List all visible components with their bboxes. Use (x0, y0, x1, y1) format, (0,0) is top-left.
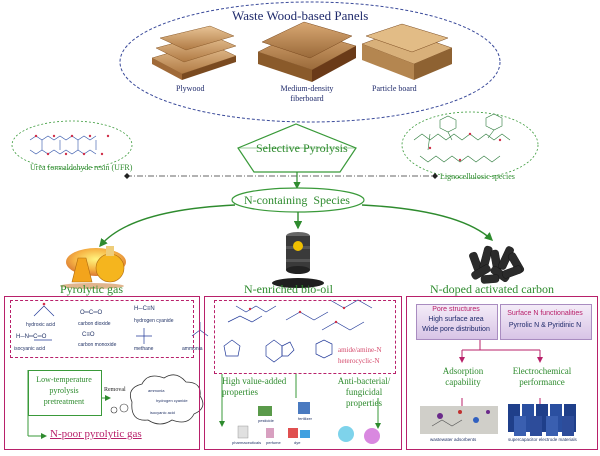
ufr-structure (29, 135, 97, 155)
pore-title: Pore structures (432, 306, 480, 313)
carbon-heading: N-doped activated carbon (430, 282, 554, 296)
product-perfume: perfume (266, 440, 281, 445)
wood-panels-title: Waste Wood-based Panels (232, 8, 369, 23)
ufr-structure-ellipse (11, 120, 133, 170)
pyrolytic-gas-heading: Pyrolytic gas (60, 282, 123, 296)
gas-molecules (33, 305, 209, 344)
arrow-to-carbon (361, 204, 494, 241)
mol-ammonia: ammonia (182, 346, 203, 352)
plywood-image (151, 25, 237, 80)
gas-panel (4, 296, 200, 450)
ligno-structure-ellipse (401, 111, 539, 179)
wastewater-label: wastewater adsorbents (430, 437, 477, 442)
supercap-label: supercapacitor electrode materials (508, 437, 577, 442)
mol-carbon-monoxide: carbon monoxide (78, 342, 117, 348)
ufr-label: Urea formaldehyde resin (UFR) (30, 163, 133, 172)
plywood-label: Plywood (176, 84, 205, 93)
n-poor-gas-label: N-poor pyrolytic gas (50, 428, 142, 440)
surface-line1: Pyrrolic N & Pyridinic N (508, 322, 582, 329)
particle-board-label: Particle board (372, 84, 417, 93)
formula-hnco: H─N═C═O (16, 334, 47, 340)
pore-line1: High surface area (428, 316, 484, 323)
wastewater-adsorbents-image (420, 406, 498, 434)
pretreatment-box (28, 370, 102, 416)
product-icons (237, 402, 310, 439)
biooil-heading: N-enriched bio-oil (244, 282, 333, 296)
supercapacitor-image (508, 404, 576, 436)
wood-panels-ellipse (119, 1, 501, 123)
microbe-icons (338, 426, 380, 444)
pretreatment-label: Low-temperature pyrolysis pretreatment (36, 375, 92, 406)
product-pharmaceuticals: pharmaceuticals (232, 440, 262, 445)
surface-title: Surface N functionalities (507, 310, 583, 317)
bio-oil-barrel-image (272, 232, 324, 288)
legend-heterocyclic: heterocyclic-N (338, 357, 380, 365)
product-fertilizer: fertilizer (298, 416, 313, 421)
pyrolysis-label: Pyrolysis (303, 141, 348, 155)
mdf-label: Medium-density fiberboard (280, 84, 334, 103)
legend-amide: amide/amine-N (338, 346, 382, 354)
product-pesticide: pesticide (258, 418, 274, 423)
mdf-image (257, 21, 357, 82)
removal-label: Removal (104, 387, 126, 393)
product-dye: dye (294, 440, 301, 445)
ligno-label: Lignocellulosic species (440, 172, 515, 181)
n-species-label: N-containing Species (244, 193, 350, 207)
pyrolytic-gas-image (60, 246, 126, 289)
formula-co: C≡O (82, 332, 95, 338)
ligno-structure (413, 113, 511, 163)
mol-methane: methane (134, 346, 154, 352)
antibacterial-label: Anti-bacterial/ fungicidal properties (337, 376, 391, 408)
carbon-panel (406, 296, 598, 450)
electro-label: Electrochemical performance (512, 366, 572, 387)
mol-hydrogen-cyanide: hydrogen cyanide (134, 318, 174, 324)
cloud-hnco: isocyanic acid (150, 410, 175, 415)
mol-hydroxic-acid: hydroxic acid (26, 322, 56, 328)
pore-structures-box (416, 304, 498, 340)
biooil-structures (223, 299, 373, 363)
surface-n-box (500, 304, 592, 340)
selective-label: Selective (256, 141, 300, 155)
biooil-structure-box (214, 300, 396, 374)
formula-co2: O═C═O (80, 310, 103, 316)
pore-line2: Wide pore distribution (422, 326, 490, 333)
mol-carbon-dioxide: carbon dioxide (78, 321, 111, 327)
gas-molecule-box (10, 300, 194, 358)
arrow-to-gas (99, 204, 236, 248)
cloud-hcn: hydrogen cyanide (156, 398, 188, 403)
particle-board-image (361, 23, 453, 80)
removed-gas-cloud (129, 374, 204, 425)
biooil-panel (204, 296, 402, 450)
cloud-ammonia: ammonia (148, 388, 165, 393)
mol-isocyanic-acid: isocyanic acid (14, 346, 46, 352)
formula-hcn: H─C≡N (134, 306, 155, 312)
adsorption-label: Adsorption capability (442, 366, 484, 387)
high-value-label: High value-added properties (222, 376, 287, 397)
activated-carbon-image (469, 245, 525, 284)
